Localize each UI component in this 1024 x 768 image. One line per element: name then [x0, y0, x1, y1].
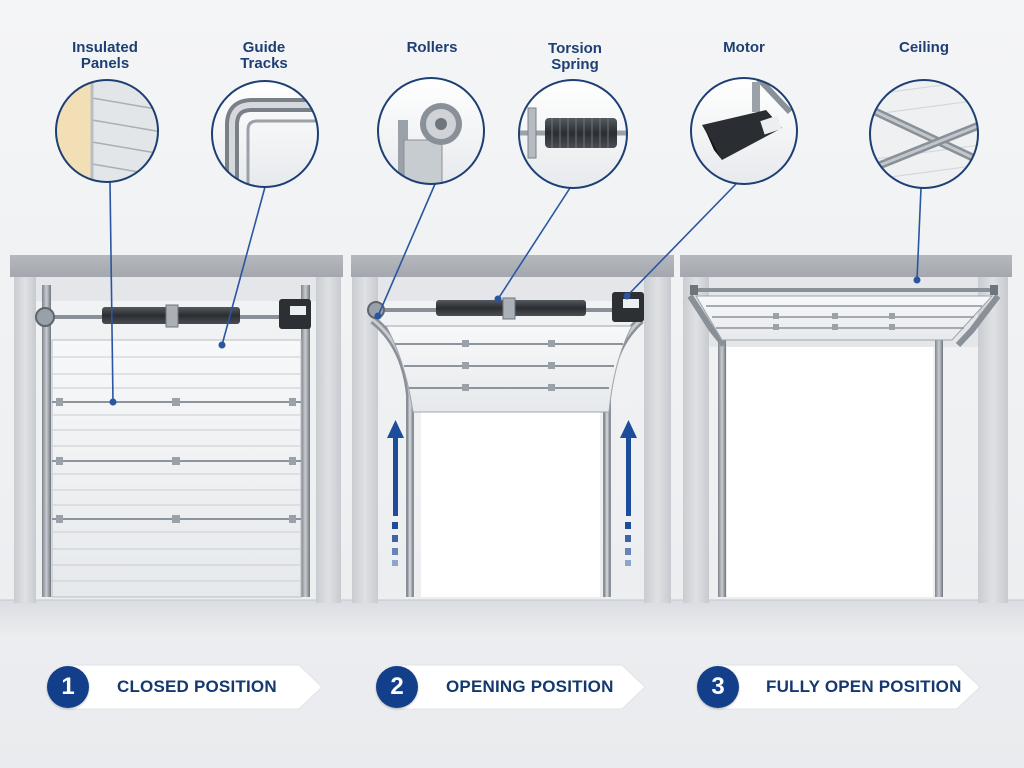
step-number-badge: 2 — [376, 666, 418, 708]
step-label: CLOSED POSITION — [117, 677, 277, 696]
motor-detail — [690, 77, 798, 185]
leader-dot — [913, 276, 921, 284]
step-label: FULLY OPEN POSITION — [766, 677, 962, 696]
leader-dot — [218, 341, 226, 349]
insulated-panels-label: Insulated Panels — [72, 39, 138, 72]
up-arrow-right — [620, 420, 637, 566]
opening-door-panel — [351, 255, 674, 603]
step-fully-open: 3 FULLY OPEN POSITION — [697, 664, 981, 710]
torsion-spring-label: Torsion Spring — [548, 40, 602, 73]
floor — [0, 600, 1024, 638]
step-number-badge: 1 — [47, 666, 89, 708]
open-door-panel — [680, 255, 1012, 603]
ceiling-label: Ceiling — [898, 39, 949, 56]
up-arrow-left — [387, 420, 404, 566]
step-number-badge: 3 — [697, 666, 739, 708]
step-closed: 1 CLOSED POSITION — [47, 664, 323, 710]
step-label: OPENING POSITION — [446, 677, 614, 696]
leader-dot — [494, 295, 502, 303]
closed-door-panel — [10, 255, 343, 603]
guide-tracks-label: Guide Tracks — [240, 39, 288, 72]
leader-dot — [109, 398, 117, 406]
motor-label: Motor — [723, 39, 765, 56]
ceiling-detail — [869, 79, 979, 189]
rollers-detail — [377, 77, 485, 185]
torsion-spring-detail — [518, 79, 628, 189]
closed-door-slab — [51, 339, 302, 598]
leader-lines — [109, 181, 922, 403]
opening-door-slab — [385, 325, 633, 413]
leader-dot — [623, 292, 631, 300]
rollers-label: Rollers — [406, 39, 458, 56]
step-opening: 2 OPENING POSITION — [376, 664, 646, 710]
open-door-slab — [695, 295, 994, 341]
leader-dot — [374, 312, 382, 320]
guide-tracks-detail — [211, 80, 319, 188]
insulated-panels-detail — [55, 79, 159, 183]
